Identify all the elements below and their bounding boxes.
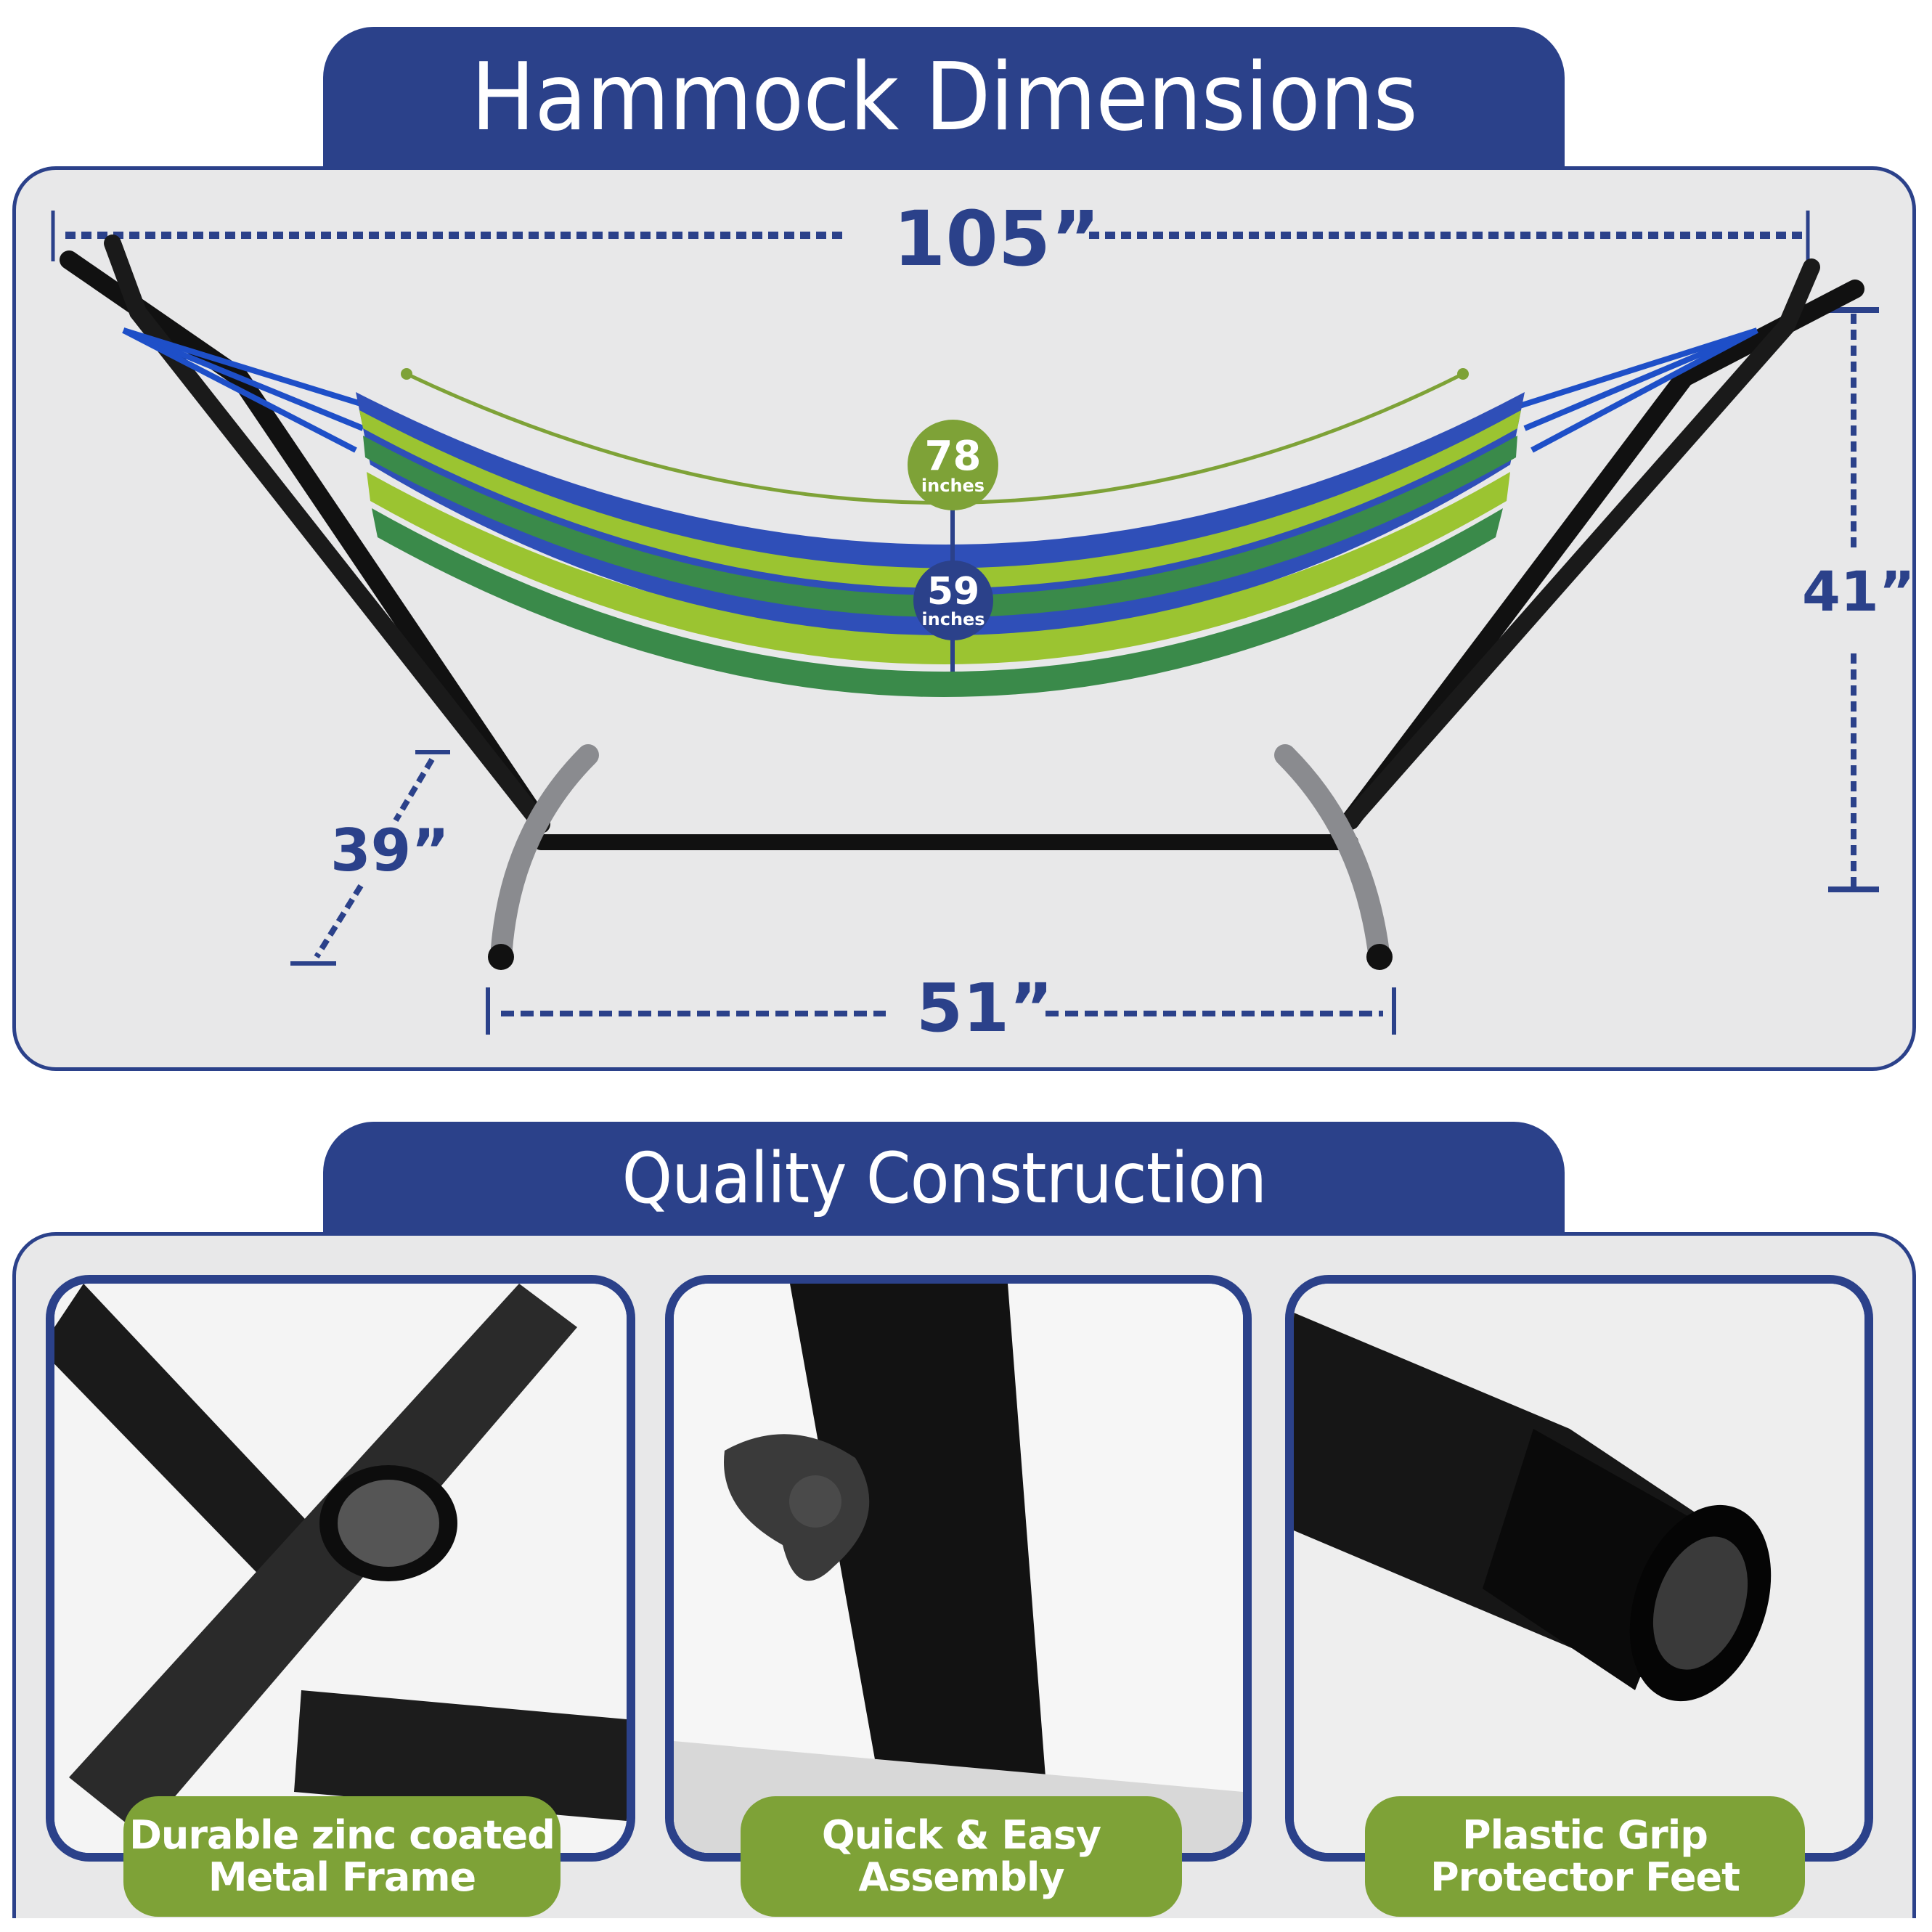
frame-joint-closeup-image	[54, 1284, 627, 1853]
depth-dimension-line	[290, 750, 450, 966]
length-dimension-line	[51, 211, 1810, 261]
length-dimension-label: 105”	[893, 195, 1101, 283]
hammock-ropes	[122, 327, 1758, 453]
feature-image-frame	[1285, 1275, 1873, 1862]
feature-image-frame	[46, 1275, 635, 1862]
height-dimension-label: 41”	[1802, 559, 1915, 624]
knob-fastener-closeup-image	[674, 1284, 1243, 1853]
quality-title: Quality Construction	[621, 1137, 1267, 1219]
hammock-bed	[356, 392, 1525, 697]
hammock-width-badge: 59 inches	[913, 561, 993, 640]
dimensions-header: Hammock Dimensions	[323, 27, 1565, 168]
hammock-diagram	[51, 211, 1879, 1035]
dimensions-title: Hammock Dimensions	[470, 44, 1417, 152]
quality-header: Quality Construction	[323, 1122, 1565, 1234]
end-cap-closeup-image	[1294, 1284, 1864, 1853]
depth-dimension-label: 39”	[330, 817, 449, 884]
base-width-dimension-label: 51”	[916, 969, 1053, 1047]
feature-image-frame	[665, 1275, 1252, 1862]
hammock-stand-frame	[60, 235, 1864, 970]
height-dimension-line	[1828, 307, 1879, 892]
hammock-length-badge: 78 inches	[908, 420, 998, 510]
base-width-dimension-line	[486, 987, 1396, 1035]
